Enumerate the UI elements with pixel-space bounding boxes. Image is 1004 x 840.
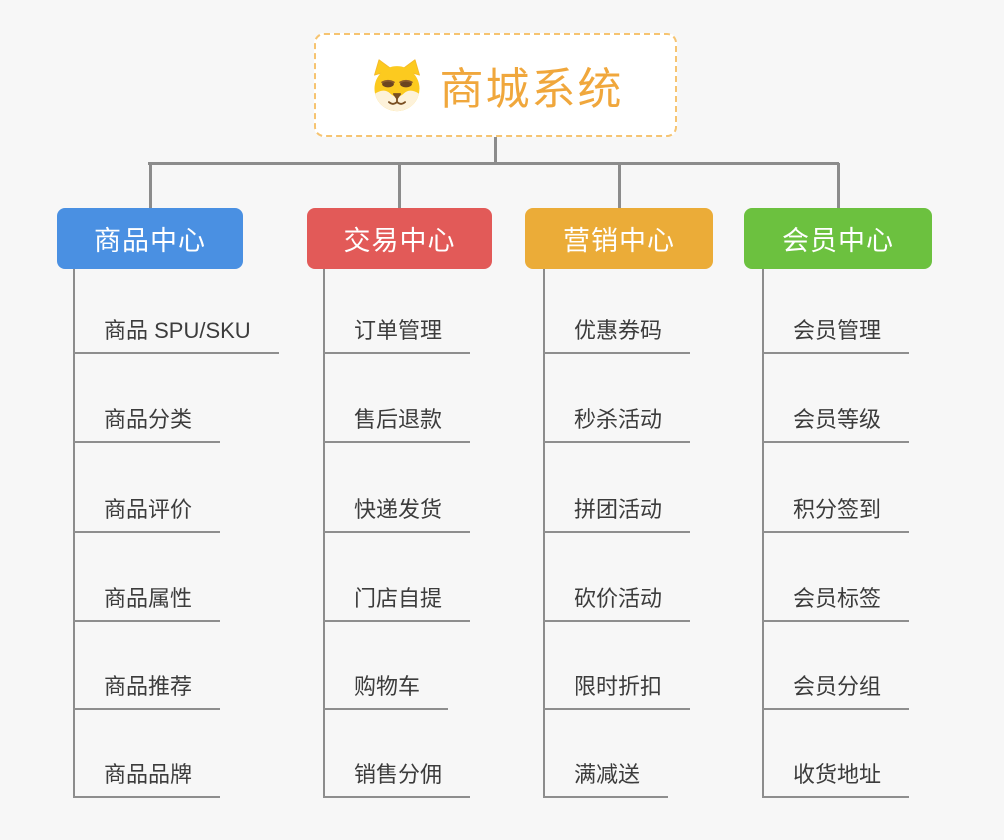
branch-node[interactable]: 交易中心 xyxy=(307,208,492,269)
leaf-node[interactable]: 会员分组 xyxy=(762,674,910,710)
leaf-node[interactable]: 积分签到 xyxy=(762,497,910,533)
connector-bus xyxy=(148,162,839,165)
root-title: 商城系统 xyxy=(439,65,624,114)
leaf-node[interactable]: 会员标签 xyxy=(762,586,910,622)
branch-node[interactable]: 商品中心 xyxy=(57,208,243,269)
root-node[interactable]: 商城系统 xyxy=(314,33,677,137)
leaf-node[interactable]: 快递发货 xyxy=(323,497,471,533)
leaf-node[interactable]: 商品属性 xyxy=(73,586,221,622)
leaf-node[interactable]: 收货地址 xyxy=(762,762,910,798)
leaf-node[interactable]: 门店自提 xyxy=(323,586,471,622)
connector-branch-stub xyxy=(149,163,152,208)
connector-root-stub xyxy=(494,137,497,164)
leaf-node[interactable]: 售后退款 xyxy=(323,407,471,443)
leaf-node[interactable]: 限时折扣 xyxy=(543,674,691,710)
leaf-node[interactable]: 商品品牌 xyxy=(73,762,221,798)
leaf-node[interactable]: 会员管理 xyxy=(762,318,910,354)
leaf-node[interactable]: 商品评价 xyxy=(73,497,221,533)
connector-trunk xyxy=(762,269,764,798)
branch-node[interactable]: 会员中心 xyxy=(744,208,932,269)
connector-branch-stub xyxy=(837,163,840,208)
leaf-node[interactable]: 优惠券码 xyxy=(543,318,691,354)
leaf-node[interactable]: 砍价活动 xyxy=(543,586,691,622)
leaf-node[interactable]: 商品 SPU/SKU xyxy=(73,318,279,354)
leaf-node[interactable]: 销售分佣 xyxy=(323,762,471,798)
leaf-node[interactable]: 秒杀活动 xyxy=(543,407,691,443)
leaf-node[interactable]: 商品分类 xyxy=(73,407,221,443)
connector-trunk xyxy=(323,269,325,798)
leaf-node[interactable]: 拼团活动 xyxy=(543,497,691,533)
connector-trunk xyxy=(73,269,75,798)
leaf-node[interactable]: 购物车 xyxy=(323,674,449,710)
dog-face-icon xyxy=(368,58,426,112)
connector-branch-stub xyxy=(618,163,621,208)
leaf-node[interactable]: 会员等级 xyxy=(762,407,910,443)
leaf-node[interactable]: 商品推荐 xyxy=(73,674,221,710)
connector-branch-stub xyxy=(398,163,401,208)
leaf-node[interactable]: 满减送 xyxy=(543,762,669,798)
leaf-node[interactable]: 订单管理 xyxy=(323,318,471,354)
connector-trunk xyxy=(543,269,545,798)
branch-node[interactable]: 营销中心 xyxy=(525,208,713,269)
